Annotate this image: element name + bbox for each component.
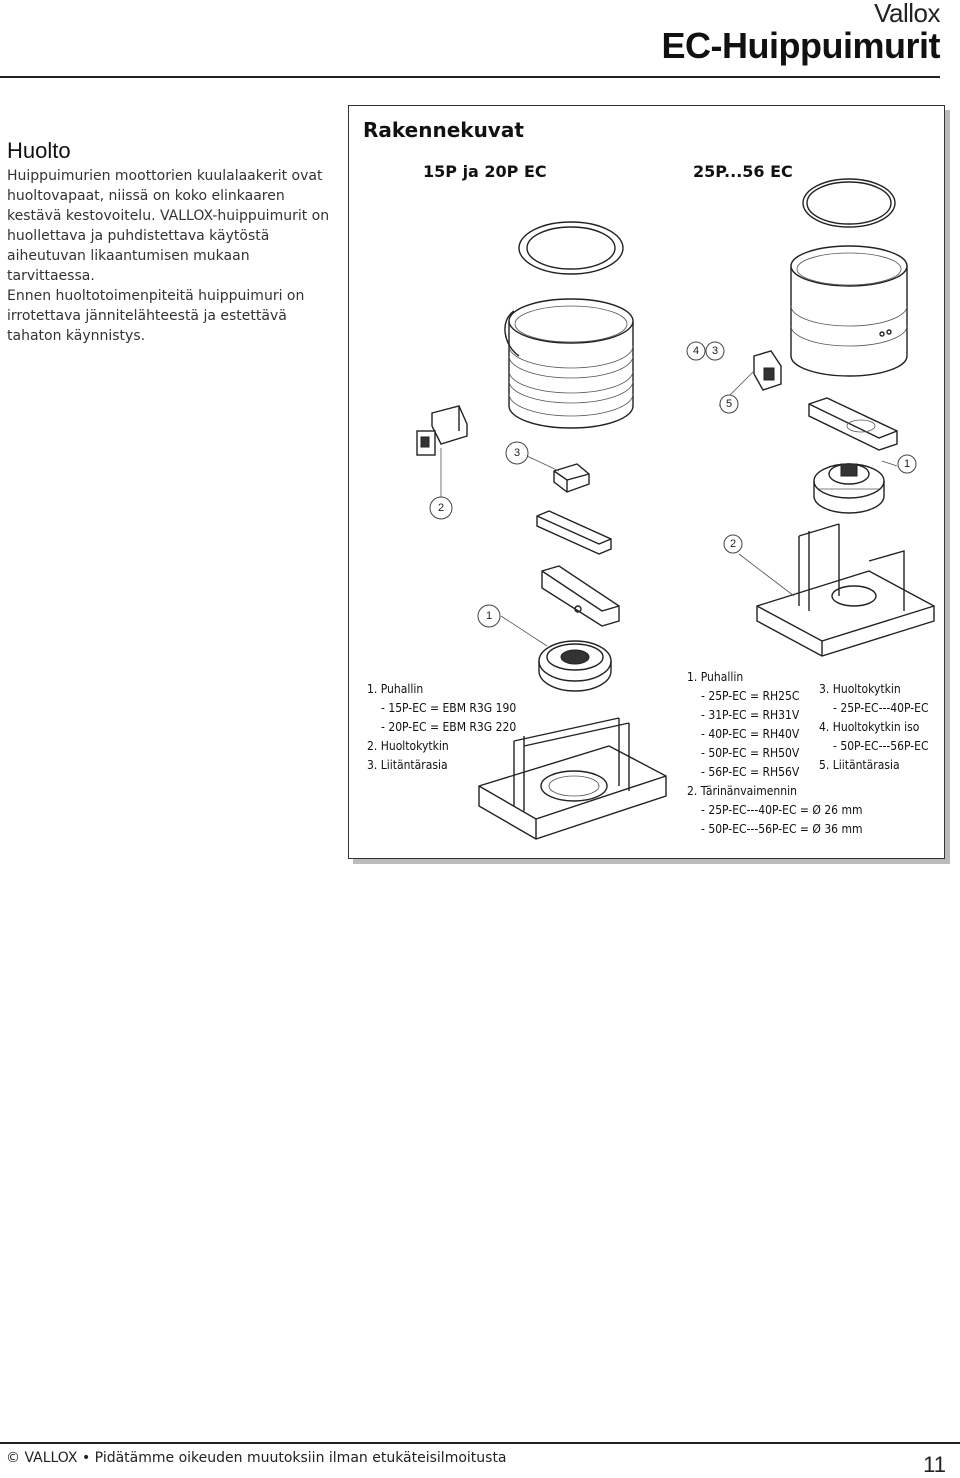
page-title: EC-Huippuimurit xyxy=(661,25,941,66)
callout-right-5: 5 xyxy=(719,394,739,414)
right-column-heading: 25P...56 EC xyxy=(693,162,793,181)
legend-line: - 25P-EC---40P-EC xyxy=(833,701,929,715)
section-text: Huippuimurien moottorien kuulalaakerit o… xyxy=(7,166,332,346)
legend-line: 2. Tärinänvaimennin xyxy=(687,784,797,798)
legend-line: 4. Huoltokytkin iso xyxy=(819,720,920,734)
legend-line: 5. Liitäntärasia xyxy=(819,758,900,772)
legend-line: - 50P-EC---56P-EC = Ø 36 mm xyxy=(701,822,863,836)
legend-line: - 25P-EC---40P-EC = Ø 26 mm xyxy=(701,803,863,817)
legend-line: - 56P-EC = RH56V xyxy=(701,765,800,779)
legend-line: 3. Liitäntärasia xyxy=(367,758,448,772)
legend-line: 3. Huoltokytkin xyxy=(819,682,901,696)
right-legend-a: 1. Puhallin - 25P-EC = RH25C - 31P-EC = … xyxy=(687,668,863,839)
callout-right-4: 4 xyxy=(686,341,706,361)
callout-right-1: 1 xyxy=(897,454,917,474)
legend-line: - 15P-EC = EBM R3G 190 xyxy=(381,701,517,715)
footer-rule xyxy=(0,1442,960,1444)
left-column-heading: 15P ja 20P EC xyxy=(423,162,547,181)
legend-line: - 50P-EC = RH50V xyxy=(701,746,800,760)
legend-line: - 25P-EC = RH25C xyxy=(701,689,800,703)
callout-left-2: 2 xyxy=(429,496,453,520)
header-rule xyxy=(0,76,940,78)
callout-left-1: 1 xyxy=(477,604,501,628)
svg-text:4: 4 xyxy=(693,345,699,357)
legend-line: 2. Huoltokytkin xyxy=(367,739,449,753)
brand-header: Vallox EC-Huippuimurit xyxy=(661,0,941,66)
svg-text:2: 2 xyxy=(730,538,736,550)
paragraph-1: Huippuimurien moottorien kuulalaakerit o… xyxy=(7,168,330,284)
figure-title: Rakennekuvat xyxy=(363,118,524,142)
legend-line: - 50P-EC---56P-EC xyxy=(833,739,929,753)
figure-box: Rakennekuvat 15P ja 20P EC 25P...56 EC xyxy=(348,105,945,859)
brand-name: Vallox xyxy=(874,0,940,28)
svg-text:1: 1 xyxy=(486,610,492,622)
footer-text: © VALLOX • Pidätämme oikeuden muutoksiin… xyxy=(6,1450,507,1466)
legend-line: - 40P-EC = RH40V xyxy=(701,727,800,741)
legend-line: - 20P-EC = EBM R3G 220 xyxy=(381,720,517,734)
svg-text:2: 2 xyxy=(438,502,444,514)
left-exploded-view xyxy=(416,221,667,840)
right-exploded-view xyxy=(718,178,935,657)
callout-left-3: 3 xyxy=(505,441,529,465)
svg-text:1: 1 xyxy=(904,458,910,470)
legend-line: 1. Puhallin xyxy=(687,670,744,684)
legend-line: 1. Puhallin xyxy=(367,682,424,696)
page-number: 11 xyxy=(923,1452,946,1477)
svg-text:5: 5 xyxy=(726,398,732,410)
svg-text:3: 3 xyxy=(712,345,718,357)
svg-text:3: 3 xyxy=(514,447,520,459)
paragraph-2: Ennen huoltotoimenpiteitä huippuimuri on… xyxy=(7,288,305,344)
callout-right-3: 3 xyxy=(705,341,725,361)
left-legend: 1. Puhallin - 15P-EC = EBM R3G 190 - 20P… xyxy=(367,680,516,775)
callout-right-2: 2 xyxy=(723,534,743,554)
section-heading: Huolto xyxy=(7,138,71,163)
exploded-views: 3 2 1 xyxy=(416,178,935,840)
legend-line: - 31P-EC = RH31V xyxy=(701,708,800,722)
right-legend-b: 3. Huoltokytkin - 25P-EC---40P-EC 4. Huo… xyxy=(819,680,929,775)
